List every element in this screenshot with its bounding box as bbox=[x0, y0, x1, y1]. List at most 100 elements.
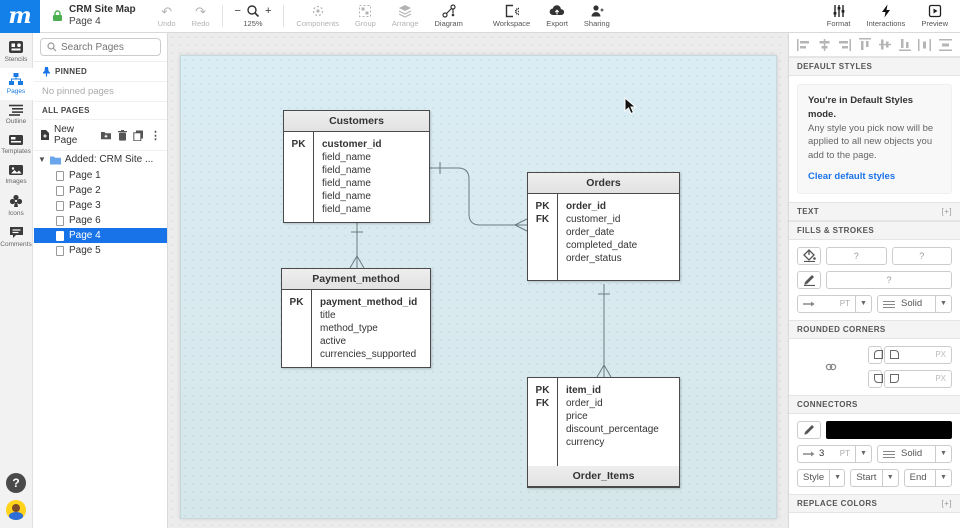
align-left-icon[interactable] bbox=[797, 38, 810, 51]
distribute-h-icon[interactable] bbox=[918, 38, 932, 51]
er-table-customers[interactable]: Customers PK customer_id field_name fiel… bbox=[283, 110, 430, 223]
er-field: currencies_supported bbox=[320, 349, 417, 360]
default-styles-header: DEFAULT STYLES bbox=[789, 57, 960, 76]
folder-label: Added: CRM Site ... bbox=[64, 154, 154, 165]
lightning-icon bbox=[880, 4, 892, 18]
er-connectors[interactable] bbox=[168, 33, 788, 528]
interactions-button[interactable]: Interactions bbox=[859, 2, 914, 30]
rail-item-comments[interactable]: Comments bbox=[0, 222, 33, 253]
align-right-icon[interactable] bbox=[838, 38, 852, 51]
corner-br-icon bbox=[889, 374, 899, 384]
align-bottom-icon[interactable] bbox=[898, 38, 911, 51]
search-pages-input[interactable] bbox=[61, 41, 154, 53]
canvas-area[interactable]: Customers PK customer_id field_name fiel… bbox=[168, 33, 788, 528]
corner-top-left-input[interactable] bbox=[867, 345, 883, 364]
corner-top-right-input[interactable] bbox=[883, 345, 952, 364]
corner-tl-icon bbox=[873, 350, 883, 360]
page-folder-row[interactable]: ▼ Added: CRM Site ... bbox=[34, 151, 167, 168]
er-field: order_id bbox=[566, 201, 607, 212]
components-button[interactable]: Components bbox=[288, 2, 347, 30]
format-sliders-icon bbox=[832, 4, 846, 18]
images-icon bbox=[8, 164, 24, 176]
align-center-h-icon[interactable] bbox=[818, 38, 831, 51]
default-styles-notice: You're in Default Styles mode. Any style… bbox=[797, 84, 952, 194]
rail-item-stencils[interactable]: Stencils bbox=[0, 36, 33, 68]
diagram-button[interactable]: Diagram bbox=[427, 2, 471, 30]
connector-style-combo[interactable]: Solid ▼ bbox=[877, 444, 952, 463]
replace-colors-header[interactable]: REPLACE COLORS [+] bbox=[789, 493, 960, 513]
er-table-title: Customers bbox=[284, 111, 429, 132]
stroke-value[interactable]: ? bbox=[826, 270, 952, 289]
help-button[interactable]: ? bbox=[6, 473, 26, 493]
connector-end-combo[interactable]: End ▼ bbox=[903, 468, 952, 487]
expand-icon[interactable]: [+] bbox=[941, 498, 952, 508]
expand-icon[interactable]: [+] bbox=[941, 206, 952, 216]
format-button[interactable]: Format bbox=[819, 2, 859, 30]
fill-color-button[interactable] bbox=[797, 246, 821, 265]
zoom-in-button[interactable]: + bbox=[264, 5, 272, 17]
folder-caret-icon[interactable]: ▼ bbox=[38, 155, 46, 164]
connector-color-button[interactable] bbox=[797, 420, 821, 439]
key-label: PK bbox=[291, 139, 306, 150]
app-logo[interactable]: m bbox=[0, 0, 40, 33]
rail-item-outline[interactable]: Outline bbox=[0, 100, 33, 130]
workspace-icon: ⚙ bbox=[504, 4, 519, 18]
search-pages-box[interactable] bbox=[40, 38, 161, 56]
connectors-header: CONNECTORS bbox=[789, 394, 960, 414]
stencils-icon bbox=[8, 40, 24, 54]
page-row-page4-selected[interactable]: Page 4 bbox=[34, 228, 167, 243]
sharing-button[interactable]: Sharing bbox=[576, 2, 618, 30]
redo-button[interactable]: ↷ Redo bbox=[191, 3, 210, 29]
rail-item-pages[interactable]: Pages bbox=[0, 68, 33, 100]
link-corners-icon[interactable] bbox=[797, 363, 866, 371]
arrange-button[interactable]: Arrange bbox=[384, 2, 427, 30]
er-table-orders[interactable]: Orders PK FK order_id customer_id order_… bbox=[527, 172, 680, 281]
page-row-page1[interactable]: Page 1 bbox=[34, 168, 167, 183]
undo-button[interactable]: ↶ Undo bbox=[157, 3, 176, 29]
pin-icon bbox=[42, 66, 51, 77]
er-table-payment-method[interactable]: Payment_method PK payment_method_id titl… bbox=[281, 268, 431, 368]
rail-item-images[interactable]: Images bbox=[0, 160, 33, 190]
connector-color-swatch[interactable] bbox=[826, 420, 952, 439]
zoom-level[interactable]: 125% bbox=[243, 19, 263, 28]
page-options-kebab-icon[interactable]: ⋮ bbox=[150, 129, 161, 142]
fill-value-1[interactable]: ? bbox=[826, 246, 887, 265]
key-label: PK bbox=[535, 201, 550, 212]
doc-title[interactable]: CRM Site Map bbox=[69, 3, 136, 15]
text-section-header[interactable]: TEXT [+] bbox=[789, 201, 960, 221]
align-top-icon[interactable] bbox=[859, 38, 872, 51]
new-page-button[interactable]: New Page bbox=[54, 124, 78, 146]
duplicate-page-button[interactable] bbox=[133, 130, 144, 141]
page-row-page2[interactable]: Page 2 bbox=[34, 183, 167, 198]
fill-value-2[interactable]: ? bbox=[891, 246, 952, 265]
delete-page-button[interactable] bbox=[118, 129, 127, 141]
page-row-page3[interactable]: Page 3 bbox=[34, 198, 167, 213]
er-field: field_name bbox=[322, 152, 371, 163]
corner-bottom-right-input[interactable] bbox=[883, 369, 952, 388]
new-folder-button[interactable] bbox=[100, 130, 112, 140]
stroke-style-combo[interactable]: Solid ▼ bbox=[877, 294, 952, 313]
connector-start-combo[interactable]: Start ▼ bbox=[850, 468, 899, 487]
workspace-button[interactable]: ⚙ Workspace bbox=[485, 2, 538, 30]
distribute-v-icon[interactable] bbox=[938, 38, 952, 51]
export-button[interactable]: Export bbox=[538, 2, 576, 30]
er-field: order_date bbox=[566, 227, 615, 238]
preview-button[interactable]: Preview bbox=[913, 2, 956, 30]
page-row-page5[interactable]: Page 5 bbox=[34, 243, 167, 258]
stroke-color-button[interactable] bbox=[797, 270, 821, 289]
key-label: FK bbox=[535, 214, 550, 225]
page-row-page6[interactable]: Page 6 bbox=[34, 213, 167, 228]
er-field: order_status bbox=[566, 253, 622, 264]
group-button[interactable]: Group bbox=[347, 2, 384, 30]
stroke-width-combo[interactable]: PT ▼ bbox=[797, 294, 872, 313]
er-table-order-items[interactable]: PK FK item_id order_id price discount_pe… bbox=[527, 377, 680, 488]
rail-item-templates[interactable]: Templates bbox=[0, 130, 33, 160]
connector-line-style-combo[interactable]: Style ▼ bbox=[797, 468, 846, 487]
corner-bottom-left-input[interactable] bbox=[867, 369, 883, 388]
align-middle-icon[interactable] bbox=[878, 38, 891, 51]
user-avatar[interactable] bbox=[6, 500, 26, 520]
rail-item-icons[interactable]: Icons bbox=[0, 190, 33, 222]
clear-default-styles-link[interactable]: Clear default styles bbox=[808, 170, 896, 182]
zoom-out-button[interactable]: − bbox=[234, 5, 241, 17]
